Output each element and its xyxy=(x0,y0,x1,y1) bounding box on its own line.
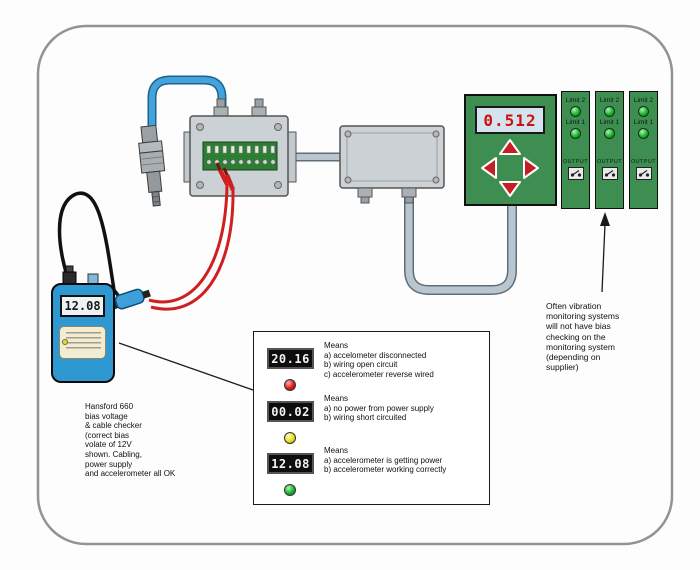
legend-text-ok: Means a) accelerometer is getting power … xyxy=(324,446,447,475)
left-arrow-button xyxy=(481,157,497,179)
legend-text-open-circuit: Means a) accelometer disconnected b) wir… xyxy=(324,341,434,379)
green-led xyxy=(284,484,296,496)
limit1-label: Limit 1 xyxy=(633,119,654,126)
limit1-led xyxy=(604,128,615,139)
handheld-cable-checker: 12.08 xyxy=(51,283,115,383)
limit-module-1: Limit 2 Limit 1 OUTPUT xyxy=(561,91,590,209)
limit2-label: Limit 2 xyxy=(565,97,586,104)
junction-box-2 xyxy=(339,125,445,204)
limit-module-2: Limit 2 Limit 1 OUTPUT xyxy=(595,91,624,209)
handheld-display: 12.08 xyxy=(60,295,105,317)
output-label: OUTPUT xyxy=(562,159,588,165)
limit1-label: Limit 1 xyxy=(565,119,586,126)
vibration-monitor-panel: 0.512 xyxy=(464,94,557,206)
limit1-led xyxy=(638,128,649,139)
handheld-bnc-connector xyxy=(62,265,99,285)
down-arrow-button xyxy=(499,181,521,197)
monitor-cable xyxy=(405,188,516,294)
output-label: OUTPUT xyxy=(630,159,656,165)
reading-legend-box: 20.16 Means a) accelometer disconnected … xyxy=(253,331,490,505)
output-relay-icon xyxy=(601,167,618,180)
label-dot-icon xyxy=(62,339,68,345)
output-relay-icon xyxy=(635,167,652,180)
limit1-label: Limit 1 xyxy=(599,119,620,126)
legend-display-open-circuit: 20.16 xyxy=(267,348,314,369)
red-led xyxy=(284,379,296,391)
output-relay-icon xyxy=(567,167,584,180)
red-test-leads xyxy=(148,162,236,311)
monitoring-system-note: Often vibration monitoring systems will … xyxy=(546,301,620,373)
right-arrow-button xyxy=(523,157,539,179)
limit2-label: Limit 2 xyxy=(633,97,654,104)
legend-display-ok: 12.08 xyxy=(267,453,314,474)
legend-pointer-line xyxy=(118,342,254,391)
handheld-product-label xyxy=(59,326,106,359)
legend-text-short-circuit: Means a) no power from power supply b) w… xyxy=(324,394,434,423)
limit2-led xyxy=(638,106,649,117)
blue-cable xyxy=(149,77,225,132)
sensor-connector xyxy=(138,124,166,207)
handheld-cable xyxy=(57,191,122,300)
limit1-led xyxy=(570,128,581,139)
up-arrow-button xyxy=(499,139,521,155)
limit2-label: Limit 2 xyxy=(599,97,620,104)
handheld-note: Hansford 660 bias voltage & cable checke… xyxy=(85,402,176,479)
monitor-lcd-display: 0.512 xyxy=(475,106,545,134)
limit-module-3: Limit 2 Limit 1 OUTPUT xyxy=(629,91,658,209)
limit2-led xyxy=(570,106,581,117)
diagram-frame xyxy=(36,24,674,546)
output-label: OUTPUT xyxy=(596,159,622,165)
yellow-led xyxy=(284,432,296,444)
label-fine-print xyxy=(66,332,101,352)
legend-display-short-circuit: 00.02 xyxy=(267,401,314,422)
junction-box-1 xyxy=(183,98,297,197)
annotation-arrow xyxy=(600,212,610,293)
monitor-arrow-keypad xyxy=(481,139,539,197)
inline-connector xyxy=(109,288,151,310)
limit2-led xyxy=(604,106,615,117)
